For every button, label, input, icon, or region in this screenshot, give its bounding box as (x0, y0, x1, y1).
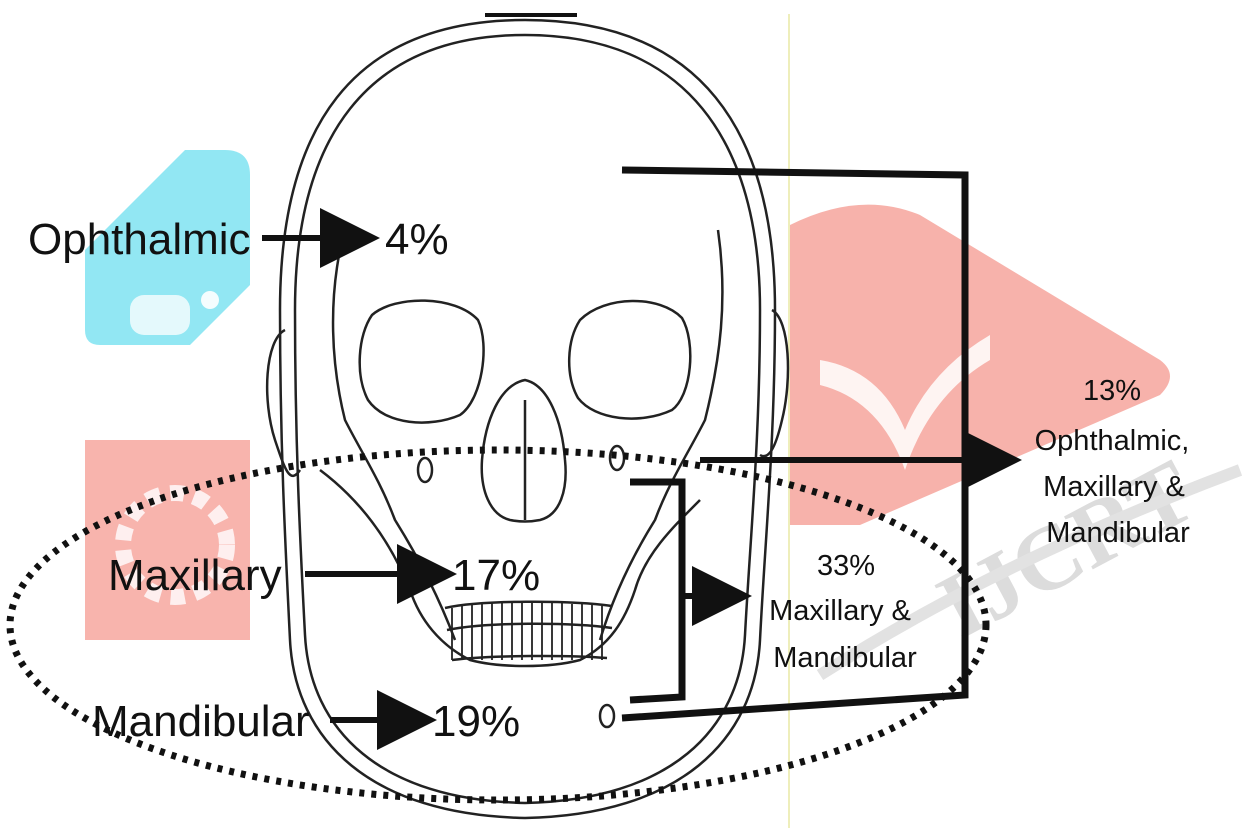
combo-three-line1: Ophthalmic, (1035, 425, 1190, 457)
label-ophthalmic: Ophthalmic (28, 215, 251, 264)
pct-mandibular: 19% (432, 697, 520, 746)
pct-ophthalmic: 4% (385, 215, 449, 264)
pct-combo-three: 13% (1083, 375, 1141, 407)
pct-combo-two: 33% (817, 550, 875, 582)
label-mandibular: Mandibular (92, 697, 310, 746)
combo-three-line3: Mandibular (1046, 517, 1190, 549)
combo-two-line2: Mandibular (773, 642, 917, 674)
label-maxillary: Maxillary (108, 551, 282, 600)
combo-two-line1: Maxillary & (769, 595, 911, 627)
combo-three-line2: Maxillary & (1043, 471, 1185, 503)
pct-maxillary: 17% (452, 551, 540, 600)
